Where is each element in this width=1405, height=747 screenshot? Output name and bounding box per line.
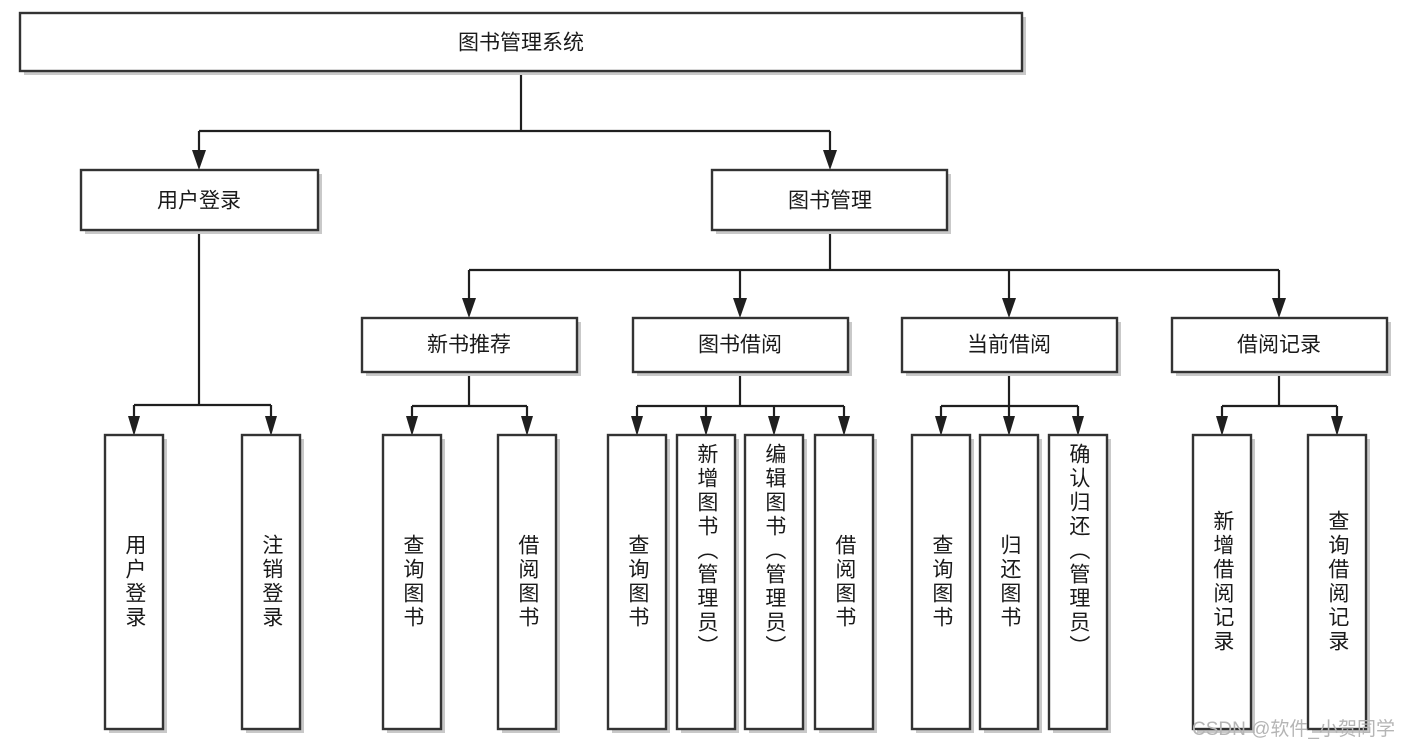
arrowhead-nb-leaf-2 xyxy=(521,416,533,436)
leaf-add-record-box[interactable] xyxy=(1191,433,1253,731)
node-book-manage-box[interactable] xyxy=(710,168,949,232)
leaf-node-query-record[interactable] xyxy=(1306,433,1370,733)
leaf-node-query-book-1[interactable] xyxy=(381,433,445,733)
leaf-logout-box[interactable] xyxy=(240,433,302,731)
node-new-book-recommend-label: 新书推荐 xyxy=(427,334,511,357)
arrowhead-leaf-logout xyxy=(265,416,277,436)
arrowhead-nb-leaf-1 xyxy=(406,416,418,436)
arrowhead-borrowrecord xyxy=(1272,298,1286,318)
leaf-borrow-book-1-box[interactable] xyxy=(496,433,558,731)
arrowhead-bb-leaf-4 xyxy=(838,416,850,436)
node-borrow-record-label: 借阅记录 xyxy=(1237,334,1321,357)
arrowhead-book-manage xyxy=(823,150,837,170)
leaf-node-group xyxy=(103,433,1370,733)
leaf-query-book-1-box[interactable] xyxy=(381,433,443,731)
arrowhead-user-login xyxy=(192,150,206,170)
leaf-node-query-book-2[interactable] xyxy=(606,433,670,733)
node-book-manage-label: 图书管理 xyxy=(788,190,872,213)
leaf-borrow-book-2-box[interactable] xyxy=(813,433,875,731)
leaf-add-book-box[interactable] xyxy=(675,433,737,731)
node-root-box[interactable] xyxy=(18,11,1024,73)
leaf-confirm-return-box[interactable] xyxy=(1047,433,1109,731)
node-book-borrow[interactable]: 图书借阅 xyxy=(631,316,852,376)
leaf-user-login-box[interactable] xyxy=(103,433,165,731)
leaf-node-borrow-book-1[interactable] xyxy=(496,433,560,733)
leaf-node-return-book[interactable] xyxy=(978,433,1042,733)
arrowhead-bb-leaf-2 xyxy=(700,416,712,436)
arrowhead-cb-leaf-2 xyxy=(1003,416,1015,436)
node-book-manage[interactable]: 图书管理 xyxy=(710,168,951,234)
arrowhead-newbook xyxy=(462,298,476,318)
leaf-query-book-3-box[interactable] xyxy=(910,433,972,731)
arrowhead-cb-leaf-1 xyxy=(935,416,947,436)
leaf-query-record-box[interactable] xyxy=(1306,433,1368,731)
arrowhead-leaf-user-login xyxy=(128,416,140,436)
leaf-return-book-box[interactable] xyxy=(978,433,1040,731)
leaf-node-add-book[interactable] xyxy=(675,433,739,733)
node-current-borrow-box[interactable] xyxy=(900,316,1119,374)
leaf-node-borrow-book-2[interactable] xyxy=(813,433,877,733)
arrowhead-cb-leaf-3 xyxy=(1072,416,1084,436)
leaf-node-logout[interactable] xyxy=(240,433,304,733)
node-root-label: 图书管理系统 xyxy=(458,32,584,55)
node-current-borrow-label: 当前借阅 xyxy=(967,334,1051,357)
connector-group xyxy=(128,74,1343,436)
leaf-node-query-book-3[interactable] xyxy=(910,433,974,733)
leaf-node-user-login[interactable] xyxy=(103,433,167,733)
leaf-query-book-2-box[interactable] xyxy=(606,433,668,731)
node-current-borrow[interactable]: 当前借阅 xyxy=(900,316,1121,376)
arrowhead-bb-leaf-1 xyxy=(631,416,643,436)
csdn-watermark: CSDN @软件_小贺同学 xyxy=(1192,719,1395,740)
arrowhead-bookborrow xyxy=(733,298,747,318)
leaf-node-confirm-return[interactable] xyxy=(1047,433,1111,733)
arrowhead-br-leaf-2 xyxy=(1331,416,1343,436)
node-new-book-recommend-box[interactable] xyxy=(360,316,579,374)
leaf-edit-book-box[interactable] xyxy=(743,433,805,731)
node-borrow-record[interactable]: 借阅记录 xyxy=(1170,316,1391,376)
arrowhead-br-leaf-1 xyxy=(1216,416,1228,436)
node-book-borrow-box[interactable] xyxy=(631,316,850,374)
arrowhead-bb-leaf-3 xyxy=(768,416,780,436)
leaf-node-add-record[interactable] xyxy=(1191,433,1255,733)
node-user-login[interactable]: 用户登录 xyxy=(79,168,322,234)
leaf-node-edit-book[interactable] xyxy=(743,433,807,733)
node-user-login-label: 用户登录 xyxy=(157,190,241,213)
node-borrow-record-box[interactable] xyxy=(1170,316,1389,374)
node-new-book-recommend[interactable]: 新书推荐 xyxy=(360,316,581,376)
node-book-borrow-label: 图书借阅 xyxy=(698,334,782,357)
arrowhead-currentborrow xyxy=(1002,298,1016,318)
node-root[interactable]: 图书管理系统 xyxy=(18,11,1026,75)
node-user-login-box[interactable] xyxy=(79,168,320,232)
